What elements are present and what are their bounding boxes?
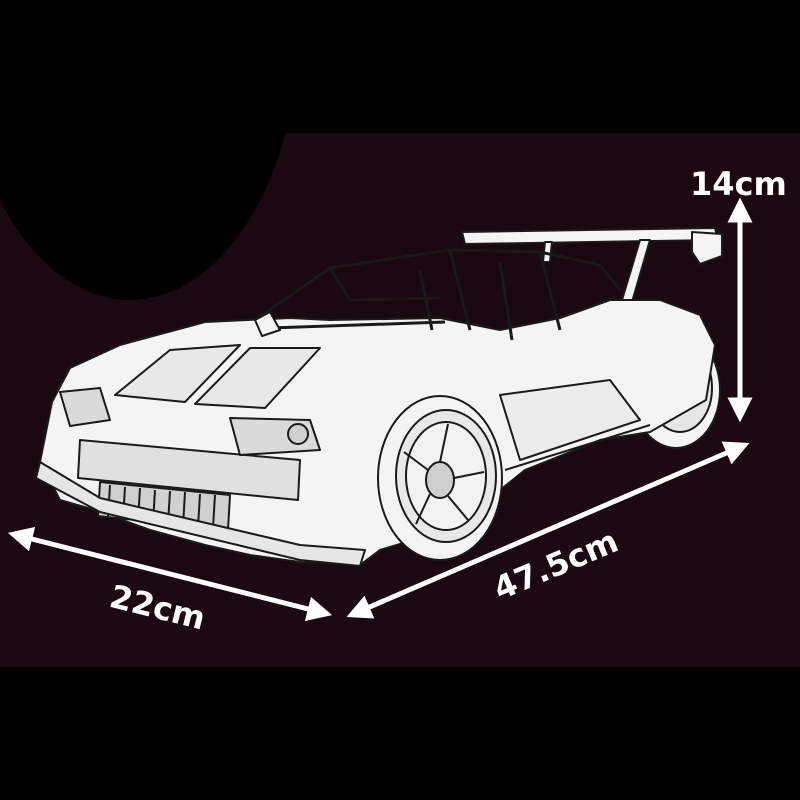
- length-label: 47.5cm: [488, 522, 624, 608]
- width-arrow: [7, 526, 333, 622]
- front-wheel: [377, 395, 503, 561]
- roll-cage: [254, 248, 622, 341]
- height-label: 14cm: [690, 165, 787, 203]
- car-model: [35, 227, 723, 567]
- rear-wing: [461, 227, 723, 303]
- hood-stripes: [114, 344, 321, 409]
- car-body: [39, 299, 716, 566]
- width-label: 22cm: [106, 577, 209, 637]
- dimension-arrows: [7, 197, 753, 622]
- headlight-left: [59, 387, 111, 427]
- length-arrow: [346, 441, 750, 619]
